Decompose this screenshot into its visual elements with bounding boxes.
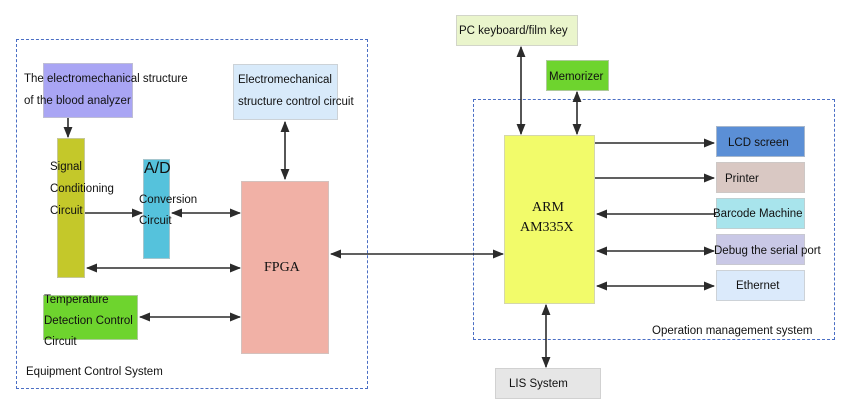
- temperature-label-3: Circuit: [44, 336, 77, 348]
- equipment-group-label: Equipment Control System: [26, 366, 163, 378]
- emc-control-label-2: structure control circuit: [238, 96, 354, 108]
- debug-serial-port-block: [716, 234, 805, 265]
- printer-label: Printer: [725, 173, 759, 185]
- memorizer-block: [546, 60, 609, 91]
- pc-keyboard-block: [456, 15, 578, 46]
- memorizer-label: Memorizer: [549, 71, 604, 83]
- arm-label-2: AM335X: [520, 220, 574, 235]
- ad-title: A/D: [144, 160, 171, 177]
- barcode-machine-block: [716, 198, 805, 229]
- equipment-control-system-group: [16, 39, 368, 389]
- ad-label-1: Conversion: [139, 194, 198, 206]
- blood-analyzer-label-1: The electromechanical structure: [24, 73, 188, 85]
- fpga-label: FPGA: [264, 260, 300, 275]
- arm-block: [504, 135, 595, 304]
- temperature-label-2: Detection Control: [44, 315, 133, 327]
- lcd-screen-label: LCD screen: [728, 137, 789, 149]
- ad-label-2: Circuit: [139, 215, 172, 227]
- blood-analyzer-label-2: of the blood analyzer: [24, 95, 131, 107]
- barcode-machine-label: Barcode Machine: [713, 208, 803, 220]
- emc-control-circuit-block: [233, 64, 338, 120]
- ethernet-block: [716, 270, 805, 301]
- arm-label-1: ARM: [532, 200, 564, 215]
- signal-label-3: Circuit: [50, 205, 83, 217]
- temperature-detection-block: [43, 295, 138, 340]
- operation-management-system-group: [473, 99, 835, 340]
- emc-control-label-1: Electromechanical: [238, 74, 332, 86]
- printer-block: [716, 162, 805, 193]
- pc-keyboard-label: PC keyboard/film key: [459, 25, 568, 37]
- temperature-label-1: Temperature: [44, 294, 109, 306]
- fpga-block: [241, 181, 329, 354]
- debug-serial-port-label: Debug the serial port: [714, 245, 821, 257]
- signal-label-1: Signal: [50, 161, 82, 173]
- lis-system-label: LIS System: [509, 378, 568, 390]
- signal-label-2: Conditioning: [50, 183, 114, 195]
- lis-system-block: [495, 368, 601, 399]
- blood-analyzer-block: [43, 63, 133, 118]
- lcd-screen-block: [716, 126, 805, 157]
- operation-group-label: Operation management system: [652, 325, 813, 337]
- ethernet-label: Ethernet: [736, 280, 780, 292]
- ad-conversion-block: [143, 159, 170, 259]
- signal-conditioning-block: [57, 138, 85, 278]
